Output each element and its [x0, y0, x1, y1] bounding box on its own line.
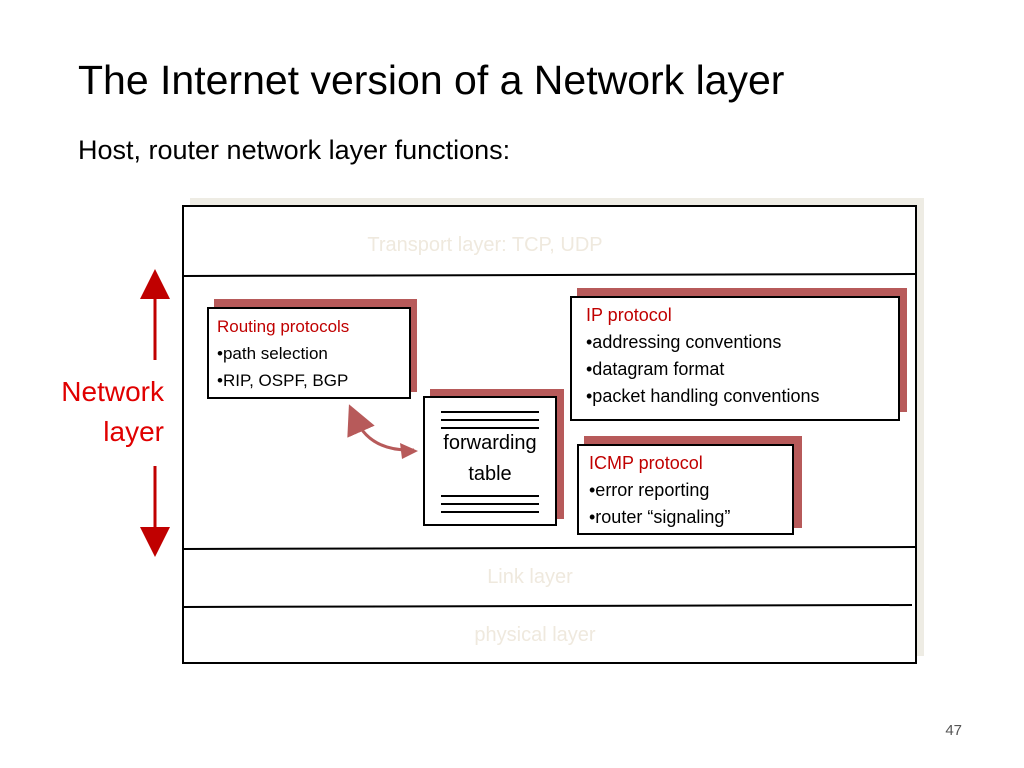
link-divider: [182, 604, 913, 608]
forwarding-table-box: [423, 396, 557, 526]
stack-frame: [182, 205, 917, 664]
icmp-protocol-box: ICMP protocol •error reporting •router “…: [577, 444, 794, 535]
forwarding-table-lines: [441, 411, 539, 513]
network-layer-label: Network layer: [61, 376, 164, 447]
routing-forwarding-arrowhead: [400, 443, 418, 459]
routing-item: •RIP, OSPF, BGP: [217, 371, 349, 390]
routing-item: •path selection: [217, 344, 328, 363]
transport-divider: [182, 273, 917, 277]
transport-layer-label: Transport layer: TCP, UDP: [367, 234, 603, 256]
ip-item: •datagram format: [586, 359, 725, 379]
routing-protocols-box: Routing protocols •path selection •RIP, …: [207, 307, 411, 399]
slide-subtitle: Host, router network layer functions:: [78, 135, 511, 165]
icmp-item: •error reporting: [589, 480, 710, 500]
ip-item: •addressing conventions: [586, 332, 782, 352]
physical-layer-label: physical layer: [474, 624, 596, 646]
ip-protocol-box: IP protocol •addressing conventions •dat…: [570, 296, 900, 421]
routing-protocols-title: Routing protocols: [217, 317, 350, 336]
forwarding-table-label: forwarding table: [443, 432, 537, 485]
link-layer-label: Link layer: [487, 566, 573, 588]
icmp-item: •router “signaling”: [589, 507, 731, 527]
icmp-protocol-title: ICMP protocol: [589, 453, 703, 473]
ip-protocol-title: IP protocol: [586, 305, 672, 325]
ip-item: •packet handling conventions: [586, 386, 820, 406]
page-number: 47: [945, 722, 962, 739]
network-bottom-divider: [182, 546, 917, 550]
slide-title: The Internet version of a Network layer: [78, 57, 785, 103]
